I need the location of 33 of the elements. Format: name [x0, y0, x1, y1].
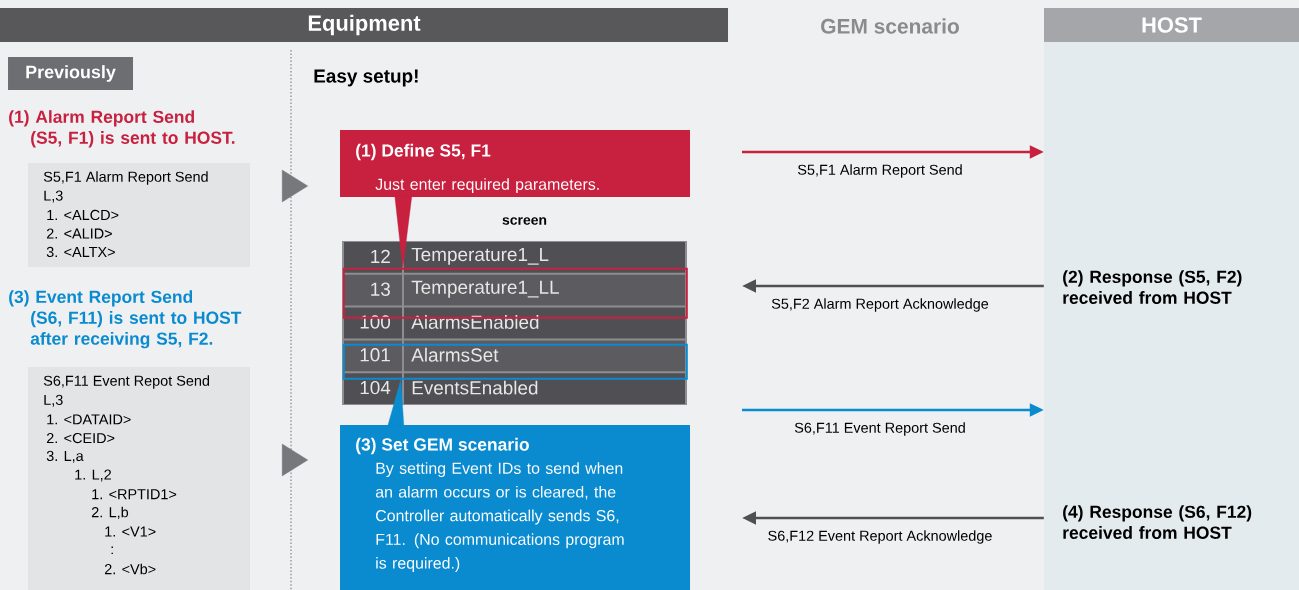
callout-pointer [387, 379, 404, 426]
label: Temperature1_LL [411, 280, 559, 298]
label: Temperature1_L [411, 247, 549, 265]
edge-label: S5,F2 Alarm Report Acknowledge [771, 298, 989, 312]
label: 104 [360, 380, 391, 395]
caption: screen [502, 217, 547, 225]
response-text: (2) Response (S5, F2) received from HOST [1063, 270, 1242, 304]
header-band: Equipment [0, 8, 728, 42]
callout-pointer [394, 196, 412, 268]
tag-label: Previously [8, 57, 133, 90]
code-box: S5,F1 Alarm Report Send L,3 1. <ALCD> 2. <ALID> 3. <ALTX> [28, 163, 250, 267]
label: EventsEnabled [412, 380, 538, 395]
chevron-arrow [282, 169, 308, 203]
heading: (1) Alarm Report Send (S5, F1) is sent to HOST. [9, 110, 235, 148]
label: AlarmsEnabled [411, 315, 539, 329]
callout-box: (1) Define S5, F1 Just enter required parameters. [340, 130, 690, 197]
header-band: HOST [1044, 8, 1299, 42]
code-box: S6,F11 Event Repot Send L,3 1. <DATAID> 2. <CEID> 3. L,a 1. L,2 1. <RPTID1> 2. L,b 1. <V1> : 2. <Vb> [28, 367, 250, 590]
host-panel [1044, 42, 1299, 590]
label: AlarmsSet [411, 347, 499, 362]
callout-box: (3) Set GEM scenario By setting Event IDs to send when an alarm occurs or is cleared, the Controller automatically sends S6, F11. (No communications program is required.) [340, 425, 690, 590]
label: 101 [360, 348, 390, 362]
heading: (3) Event Report Send (S6, F11) is sent to HOST after receiving S5, F2. [9, 290, 242, 349]
edge-label: S5,F1 Alarm Report Send [797, 164, 962, 178]
chevron-arrow [282, 443, 308, 477]
column-heading: GEM scenario [821, 18, 959, 34]
edge-label: S6,F11 Event Report Send [794, 422, 965, 436]
highlight-frame [342, 343, 688, 380]
edge-label: S6,F12 Event Report Acknowledge [768, 530, 992, 544]
label: 13 [371, 282, 390, 296]
heading: Easy setup! [314, 69, 418, 87]
label: 12 [371, 249, 390, 263]
response-text: (4) Response (S6, F12) received from HOST [1063, 505, 1252, 539]
